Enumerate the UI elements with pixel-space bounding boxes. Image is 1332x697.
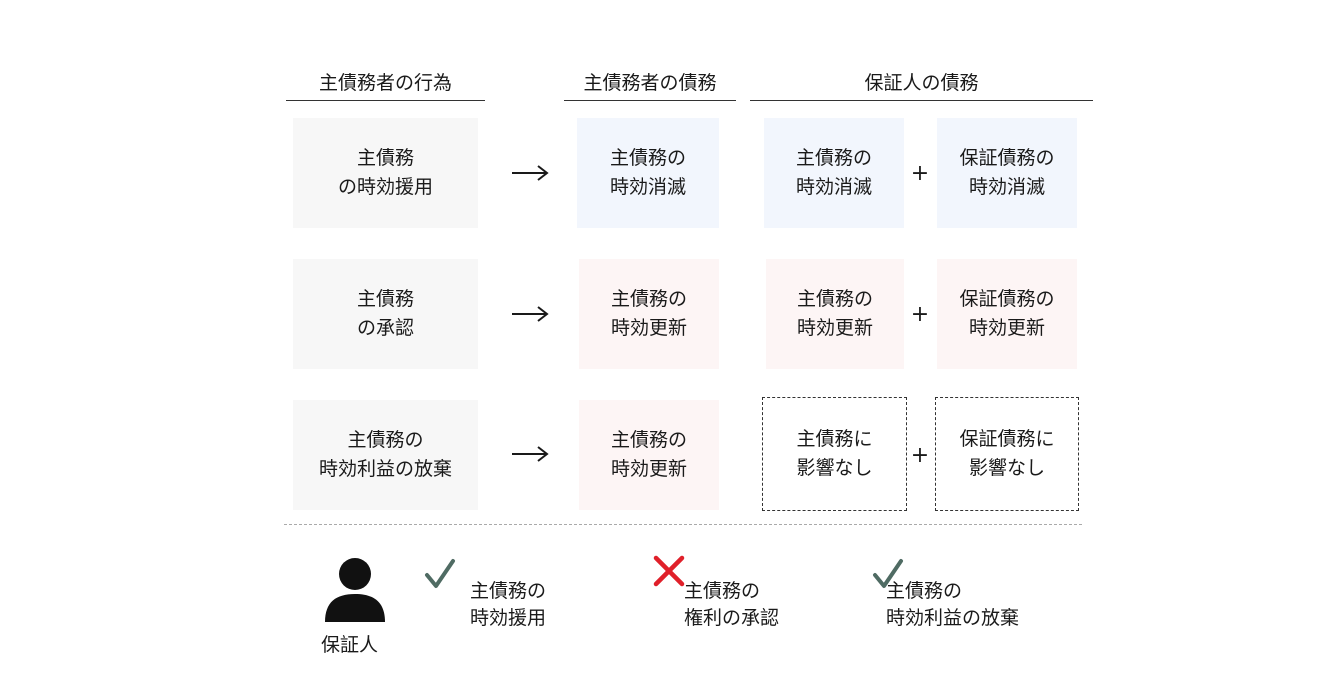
header-guarantor: 保証人の債務 (750, 72, 1093, 101)
legend-item-2-text: 主債務の 権利の承認 (684, 580, 780, 629)
plus-icon: + (910, 443, 930, 468)
row1-guarantor-own-text: 保証債務の 時効消滅 (959, 147, 1055, 198)
legend-item-3-text: 主債務の 時効利益の放棄 (886, 580, 1020, 629)
arrow-right-icon (512, 306, 549, 322)
row2-debtor-box: 主債務の 時効更新 (579, 259, 719, 369)
row1-act-box: 主債務 の時効援用 (293, 118, 478, 228)
row2-guarantor-own-text: 保証債務の 時効更新 (959, 288, 1055, 339)
row3-debtor-text: 主債務の 時効更新 (610, 429, 687, 480)
row2-guarantor-main-box: 主債務の 時効更新 (766, 259, 904, 369)
arrow-right-icon (512, 446, 549, 462)
cross-icon (653, 555, 685, 587)
dashed-divider (284, 524, 1082, 525)
person-icon (325, 558, 385, 622)
row3-act-box: 主債務の 時効利益の放棄 (293, 400, 478, 510)
check-icon (425, 559, 455, 588)
row2-guarantor-main-text: 主債務の 時効更新 (796, 288, 873, 339)
header-act: 主債務者の行為 (286, 72, 485, 101)
row3-guarantor-own-text: 保証債務に 影響なし (959, 428, 1055, 479)
row1-guarantor-main-text: 主債務の 時効消滅 (795, 147, 872, 198)
row1-debtor-text: 主債務の 時効消滅 (609, 147, 686, 198)
row3-debtor-box: 主債務の 時効更新 (579, 400, 719, 510)
header-debtor: 主債務者の債務 (564, 72, 736, 101)
legend-item-1-text: 主債務の 時効援用 (470, 580, 547, 629)
row1-guarantor-own-box: 保証債務の 時効消滅 (937, 118, 1077, 228)
plus-icon: + (910, 302, 930, 327)
row2-guarantor-own-box: 保証債務の 時効更新 (937, 259, 1077, 369)
row2-act-text: 主債務 の承認 (356, 288, 414, 339)
row3-guarantor-main-box: 主債務に 影響なし (762, 397, 907, 511)
row3-guarantor-main-text: 主債務に 影響なし (796, 428, 873, 479)
check-icon (873, 559, 903, 588)
row1-act-text: 主債務 の時効援用 (337, 147, 433, 198)
person-label: 保証人 (321, 634, 379, 656)
plus-icon: + (910, 161, 930, 186)
row1-guarantor-main-box: 主債務の 時効消滅 (764, 118, 904, 228)
row1-debtor-box: 主債務の 時効消滅 (577, 118, 719, 228)
row2-act-box: 主債務 の承認 (293, 259, 478, 369)
row3-act-text: 主債務の 時効利益の放棄 (318, 429, 452, 480)
row3-guarantor-own-box: 保証債務に 影響なし (935, 397, 1079, 511)
row2-debtor-text: 主債務の 時効更新 (610, 288, 687, 339)
arrow-right-icon (512, 165, 549, 181)
